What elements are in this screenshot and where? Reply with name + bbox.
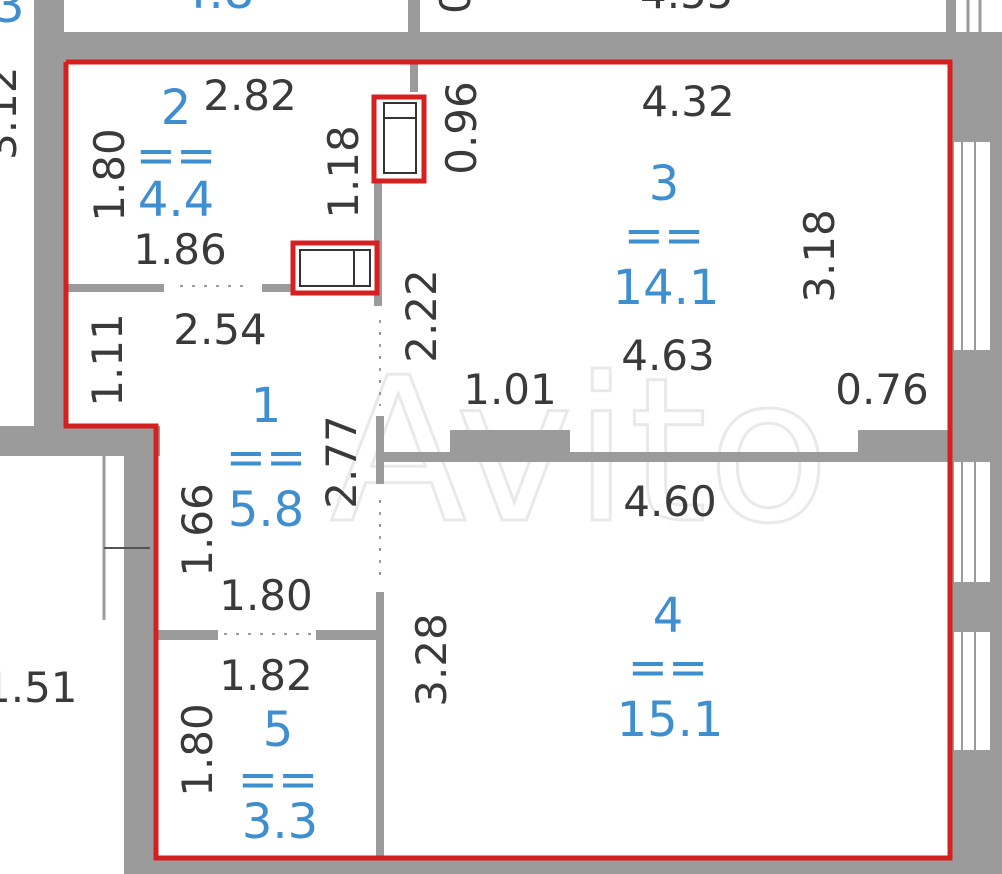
dimension-label: 4.63 xyxy=(621,331,715,380)
room-1: 2.54 1.11 1 == 5.8 2.77 1.66 1.80 xyxy=(83,305,366,620)
room-area: 5.8 xyxy=(228,482,304,538)
dimension-label: 1.01 xyxy=(463,365,557,414)
dimension-label: 0.76 xyxy=(835,365,929,414)
room-separator: == xyxy=(628,640,708,696)
dimension-label: 2.54 xyxy=(173,305,267,354)
room-2: 2 == 4.4 2.82 1.80 1.18 1.86 xyxy=(85,71,368,274)
dimension-label: 1.80 xyxy=(173,703,222,797)
dimension-label: 1.80 xyxy=(219,571,313,620)
dimension-label: 4.60 xyxy=(623,477,717,526)
room-number: 5 xyxy=(263,702,294,758)
dimension-label: 3.18 xyxy=(795,209,844,303)
dimension-label: 3.28 xyxy=(407,613,456,707)
neighbor-dimension-side: 0 xyxy=(431,0,480,14)
room-area: 14.1 xyxy=(613,260,720,316)
dimension-label: 2.77 xyxy=(317,415,366,509)
room-separator: == xyxy=(238,752,318,808)
neighbor-dimension-left: 3.12 xyxy=(0,66,26,160)
room-number: 2 xyxy=(161,80,192,136)
dimension-label: 1.11 xyxy=(83,313,132,407)
room-area: 15.1 xyxy=(617,692,724,748)
neighbor-dimension-left-bottom: 1.51 xyxy=(0,663,78,712)
room-number: 4 xyxy=(653,588,684,644)
dimension-label: 1.66 xyxy=(173,483,222,577)
apartment-outline xyxy=(63,59,953,861)
dimension-label: 2.82 xyxy=(203,71,297,120)
room-4: 4.60 3.28 4 == 15.1 xyxy=(407,477,723,748)
neighbor-room-number: 3 xyxy=(0,0,25,34)
ventilation-shaft-upper xyxy=(371,94,427,184)
room-separator: == xyxy=(624,208,704,264)
dimension-label: 1.80 xyxy=(85,128,134,222)
dimension-label: 1.82 xyxy=(219,651,313,700)
room-number: 1 xyxy=(251,378,282,434)
dimension-label: 2.22 xyxy=(397,269,446,363)
room-5: 1.82 1.80 5 == 3.3 xyxy=(173,651,318,850)
neighbor-area: 4.8 xyxy=(178,0,254,20)
dimension-label: 0.96 xyxy=(437,81,486,175)
room-separator: == xyxy=(136,128,216,184)
room-area: 4.4 xyxy=(138,172,214,228)
room-area: 3.3 xyxy=(242,794,318,850)
dimension-label: 1.86 xyxy=(133,225,227,274)
room-3: 0.96 4.32 3 == 14.1 3.18 2.22 4.63 1.01 … xyxy=(397,77,929,414)
watermark: Avito xyxy=(330,335,830,568)
dimension-label: 4.32 xyxy=(641,77,735,126)
ventilation-shaft-lower xyxy=(290,240,380,296)
dimension-label: 1.18 xyxy=(319,125,368,219)
room-number: 3 xyxy=(649,156,680,212)
neighbor-dimension-top: 4.55 xyxy=(640,0,734,18)
room-separator: == xyxy=(226,430,306,486)
